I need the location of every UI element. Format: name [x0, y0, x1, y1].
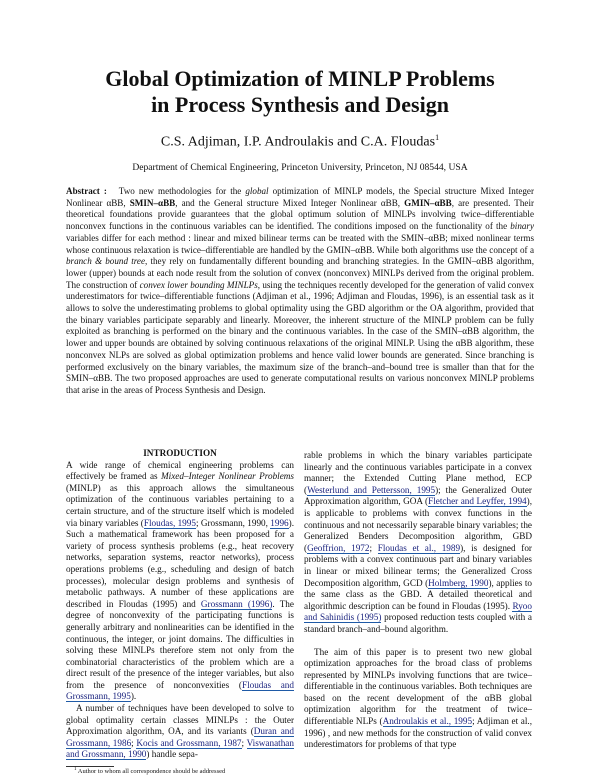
citation-link[interactable]: Floudas, 1995 [143, 517, 196, 529]
title-line-2: in Process Synthesis and Design [151, 92, 449, 117]
citation-link[interactable]: Viswanathan and Grossmann, 1990 [66, 737, 294, 761]
footnote-text: Author to whom all correspondence should… [77, 768, 226, 776]
citation-link[interactable]: Kocis and Grossmann, 1987 [136, 737, 242, 749]
authors-footnote-mark: 1 [435, 133, 440, 142]
section-heading-introduction: INTRODUCTION [143, 448, 217, 458]
title-line-1: Global Optimization of MINLP Problems [105, 66, 495, 91]
citation-link[interactable]: 1996 [270, 517, 289, 529]
footnote: 1 Author to whom all correspondence shou… [74, 767, 225, 775]
citation-link[interactable]: Floudas et al., 1989 [377, 542, 461, 554]
citation-link[interactable]: Grossmann (1996) [200, 598, 273, 610]
affiliation: Department of Chemical Engineering, Prin… [132, 162, 468, 173]
citation-link[interactable]: Androulakis et al., 1995 [382, 716, 473, 728]
paper-title: Global Optimization of MINLP Problems in… [0, 66, 600, 118]
citation-link[interactable]: Geoffrion, 1972 [307, 542, 370, 554]
citation-link[interactable]: Floudas and Grossmann, 1995 [66, 679, 294, 703]
right-column: rable problems in which the binary varia… [304, 450, 532, 751]
abstract: Abstract : Two new methodologies for the… [66, 186, 534, 397]
authors: C.S. Adjiman, I.P. Androulakis and C.A. … [0, 133, 600, 151]
abstract-body: Two new methodologies for the global opt… [66, 186, 534, 395]
intro-paragraph-1: A wide range of chemical engineering pro… [66, 459, 295, 703]
citation-link[interactable]: Holmberg, 1990 [428, 577, 489, 589]
citation-link[interactable]: Duran and Grossmann, 1986 [66, 726, 294, 749]
citation-link[interactable]: Westerlund and Pettersson, 1995 [307, 484, 436, 496]
intro-paragraph-4: The aim of this paper is to present two … [304, 646, 532, 750]
authors-names: C.S. Adjiman, I.P. Androulakis and C.A. … [160, 134, 436, 150]
intro-paragraph-2: A number of techniques have been develop… [66, 703, 294, 761]
citation-link[interactable]: Ryoo and Sahinidis (1995) [304, 600, 532, 624]
footnote-mark: 1 [74, 767, 77, 772]
left-column: INTRODUCTION A wide range of chemical en… [66, 448, 294, 761]
citation-link[interactable]: Fletcher and Leyffer, 1994 [428, 496, 527, 508]
footnote-rule [66, 766, 114, 767]
abstract-label: Abstract : [66, 186, 107, 196]
intro-paragraph-3: rable problems in which the binary varia… [304, 450, 532, 634]
